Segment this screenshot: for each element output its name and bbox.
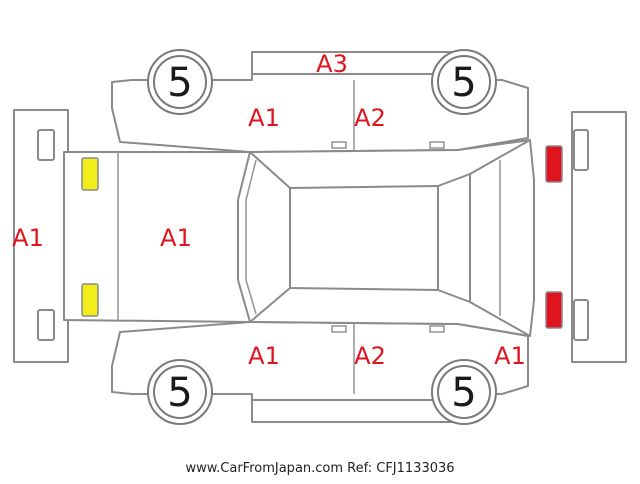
front-right-light [81, 283, 99, 317]
front-left-light [81, 157, 99, 191]
rear-right-light [545, 291, 563, 329]
tire-rear-left[interactable]: 5 [431, 49, 497, 115]
front-bumper[interactable] [13, 109, 69, 363]
code-front-door-bottom: A1 [248, 342, 280, 370]
code-hood: A1 [160, 224, 192, 252]
tire-rear-right-score: 5 [451, 370, 476, 416]
rear-left-light [545, 145, 563, 183]
code-rear-door-bottom: A2 [354, 342, 386, 370]
tire-front-right[interactable]: 5 [147, 359, 213, 425]
tire-front-left-score: 5 [167, 60, 192, 106]
code-roof-rail-top: A3 [316, 50, 348, 78]
tire-front-right-score: 5 [167, 370, 192, 416]
tire-front-left[interactable]: 5 [147, 49, 213, 115]
tire-rear-right[interactable]: 5 [431, 359, 497, 425]
code-front-door-top: A1 [248, 104, 280, 132]
code-rear-quarter-bottom: A1 [494, 342, 526, 370]
code-rear-door-top: A2 [354, 104, 386, 132]
car-body-top-view [63, 139, 535, 337]
code-front-bumper: A1 [12, 224, 44, 252]
rear-bumper[interactable] [571, 111, 627, 363]
tire-rear-left-score: 5 [451, 60, 476, 106]
footer-reference: www.CarFromJapan.com Ref: CFJ1133036 [185, 461, 454, 476]
